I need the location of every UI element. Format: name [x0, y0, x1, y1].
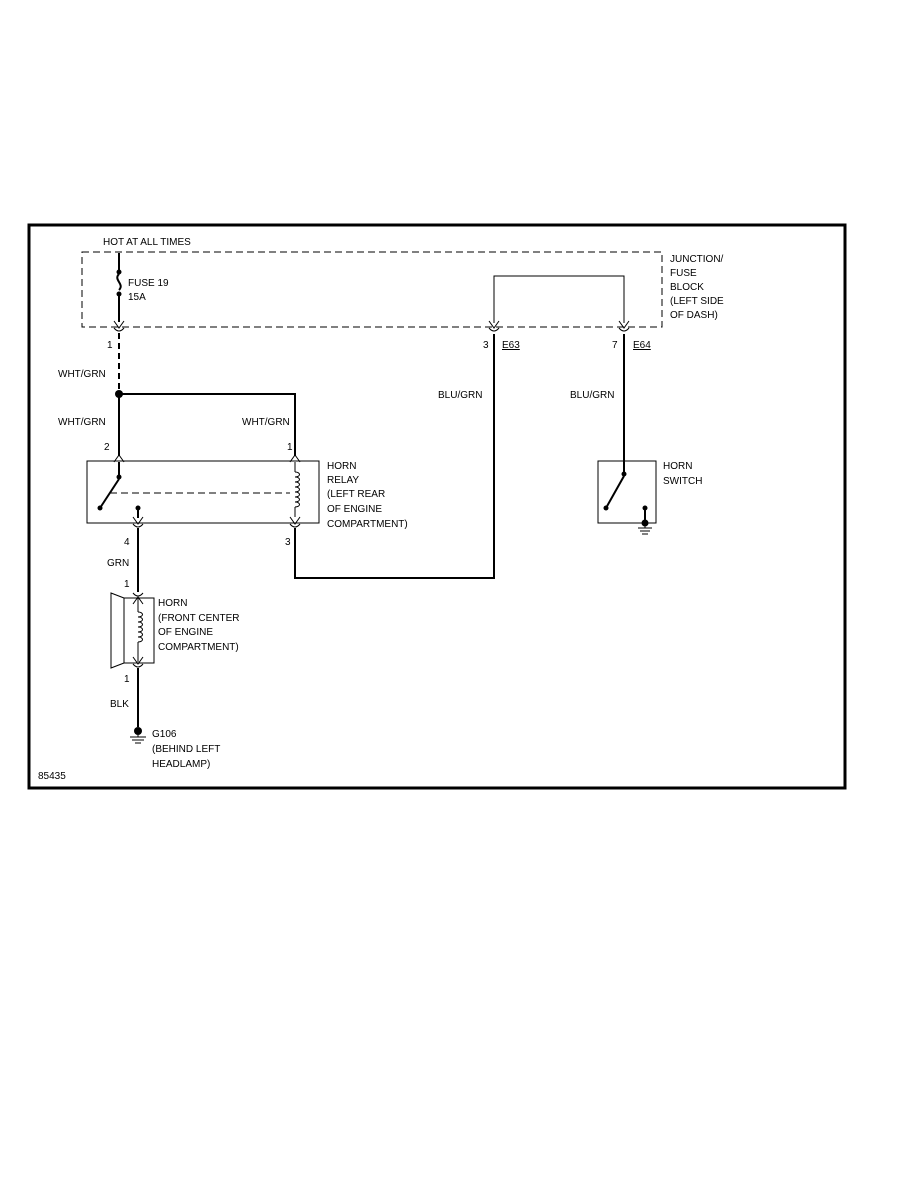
wire-relay-feeds — [118, 393, 296, 456]
svg-text:COMPARTMENT): COMPARTMENT) — [327, 519, 408, 530]
horn-switch-label: HORN SWITCH — [663, 461, 702, 487]
e64-connector: E64 — [633, 340, 651, 351]
wire-fuse-out — [113, 327, 125, 398]
junction-internal-bus — [488, 275, 630, 329]
relay-pin-3: 3 — [285, 537, 291, 548]
svg-text:RELAY: RELAY — [327, 475, 359, 486]
horn-label: HORN (FRONT CENTER OF ENGINE COMPARTMENT… — [158, 598, 239, 653]
svg-text:SWITCH: SWITCH — [663, 476, 702, 487]
horn — [110, 592, 155, 669]
svg-text:(FRONT CENTER: (FRONT CENTER — [158, 613, 239, 624]
horn-pin-top: 1 — [124, 579, 130, 590]
horn-relay — [86, 454, 320, 525]
wire-label-horn-feed: GRN — [107, 558, 129, 569]
fuse-name: FUSE 19 — [128, 278, 169, 289]
fuse-19 — [113, 253, 125, 329]
relay-pin-2: 2 — [104, 442, 110, 453]
svg-text:(LEFT SIDE: (LEFT SIDE — [670, 296, 724, 307]
wire-label-relay-coil-feed: WHT/GRN — [242, 417, 290, 428]
svg-text:HORN: HORN — [327, 461, 356, 472]
wire-e63 — [289, 327, 500, 579]
svg-text:(BEHIND LEFT: (BEHIND LEFT — [152, 744, 220, 755]
e64-pin: 7 — [612, 340, 618, 351]
svg-text:G106: G106 — [152, 729, 177, 740]
wire-horn-ground — [132, 663, 144, 727]
wire-e64 — [618, 327, 630, 472]
power-label: HOT AT ALL TIMES — [103, 237, 191, 248]
svg-text:HEADLAMP): HEADLAMP) — [152, 759, 210, 770]
horn-pin-bottom: 1 — [124, 674, 130, 685]
horn-relay-label: HORN RELAY (LEFT REAR OF ENGINE COMPARTM… — [327, 461, 408, 530]
svg-text:COMPARTMENT): COMPARTMENT) — [158, 642, 239, 653]
wire-label-e63: BLU/GRN — [438, 390, 482, 401]
junction-block-outline — [81, 251, 663, 328]
wire-label-fuse-out: WHT/GRN — [58, 369, 106, 380]
relay-pin-4: 4 — [124, 537, 130, 548]
wire-label-horn-ground: BLK — [110, 699, 129, 710]
fuse-rating: 15A — [128, 292, 146, 303]
relay-pin-1: 1 — [287, 442, 293, 453]
fuse-out-pin: 1 — [107, 340, 113, 351]
svg-text:HORN: HORN — [663, 461, 692, 472]
diagram-frame — [27, 223, 847, 790]
e63-connector: E63 — [502, 340, 520, 351]
junction-block-label: JUNCTION/ FUSE BLOCK (LEFT SIDE OF DASH) — [670, 254, 724, 321]
svg-text:OF ENGINE: OF ENGINE — [158, 627, 213, 638]
svg-text:BLOCK: BLOCK — [670, 282, 704, 293]
svg-text:OF DASH): OF DASH) — [670, 310, 718, 321]
figure-id: 85435 — [38, 771, 66, 782]
wire-label-relay-switch-feed: WHT/GRN — [58, 417, 106, 428]
wire-horn-feed — [132, 523, 144, 592]
ground-g106 — [130, 727, 146, 744]
e63-pin: 3 — [483, 340, 489, 351]
svg-text:HORN: HORN — [158, 598, 187, 609]
ground-label: G106 (BEHIND LEFT HEADLAMP) — [152, 729, 220, 770]
svg-text:FUSE: FUSE — [670, 268, 697, 279]
horn-switch — [597, 460, 657, 535]
svg-text:JUNCTION/: JUNCTION/ — [670, 254, 724, 265]
svg-text:OF ENGINE: OF ENGINE — [327, 504, 382, 515]
wire-label-e64: BLU/GRN — [570, 390, 614, 401]
svg-text:(LEFT REAR: (LEFT REAR — [327, 489, 385, 500]
